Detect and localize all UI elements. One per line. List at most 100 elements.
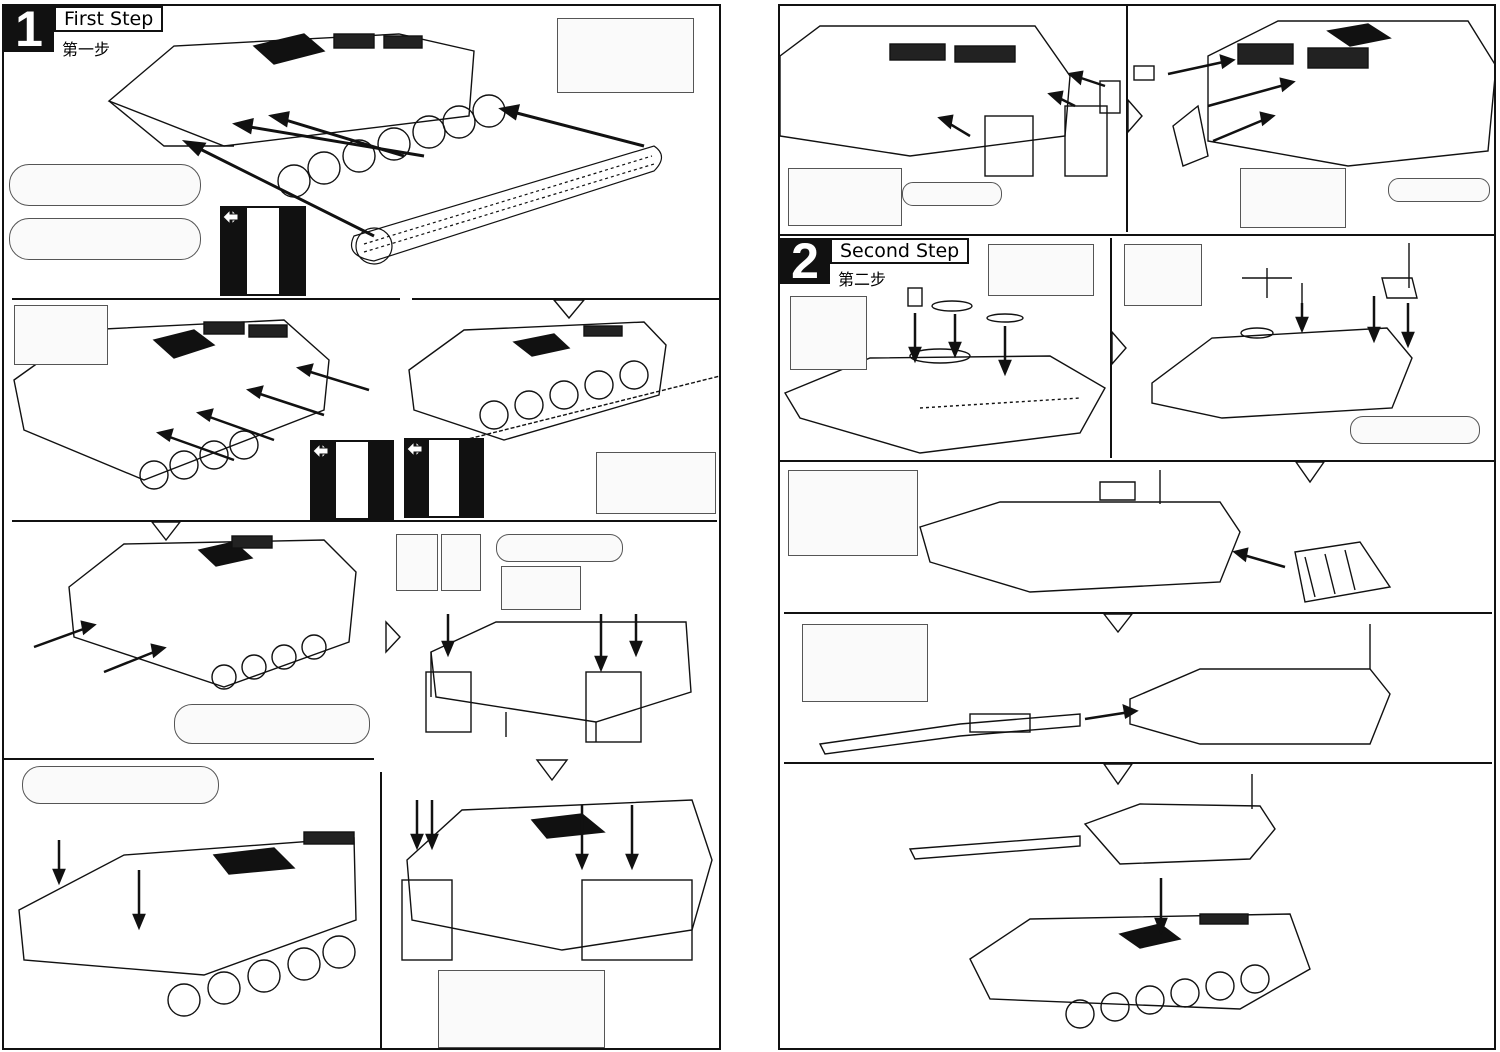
divider-line	[412, 298, 719, 300]
panel-turret-roof	[780, 238, 1110, 460]
assembly-arrows	[410, 800, 639, 871]
panel-turret-weapons	[1111, 238, 1494, 460]
step-1-header: 1 First Step	[4, 6, 164, 54]
sprue-sheet	[14, 305, 108, 365]
direction-flag	[310, 440, 394, 520]
panel-lights-rear	[4, 760, 380, 1048]
step-1-number: 1	[4, 6, 54, 54]
track-sprue	[174, 704, 370, 744]
sprue-sheet	[1124, 244, 1202, 306]
track-run	[463, 375, 719, 441]
arrow-left-icon	[222, 208, 239, 226]
rear-grille-drawing-a	[780, 25, 1121, 177]
engine-grille	[333, 33, 375, 49]
right-instruction-page: 2 Second Step 第二步	[778, 4, 1496, 1050]
divider-line	[12, 298, 400, 300]
step-2-subtitle: 第二步	[838, 270, 887, 289]
road-wheels	[277, 94, 506, 198]
sprue-sheet	[788, 470, 918, 556]
final-assembly-drawing	[908, 763, 1311, 1029]
direction-flag	[220, 206, 306, 296]
track-sprue	[9, 164, 201, 206]
hull-front-lights-drawing	[401, 759, 713, 961]
panel-track-install	[404, 299, 719, 520]
assembly-arrows	[1295, 296, 1415, 349]
divider-line	[380, 772, 382, 1048]
hull-outline	[13, 319, 330, 481]
road-wheels	[1065, 964, 1270, 1029]
panel-rear-grilles-a	[780, 6, 1126, 232]
step-marker	[1102, 613, 1134, 634]
step-marker	[1102, 763, 1134, 786]
cage-armor-part	[1294, 541, 1392, 603]
assembly-arrows	[33, 620, 167, 674]
track-run	[350, 145, 663, 265]
divider-line	[784, 612, 1492, 614]
hull-rear-drawing	[33, 521, 357, 690]
sprue-sheet	[790, 296, 867, 370]
gun-barrel	[818, 713, 1081, 755]
direction-flag	[404, 438, 484, 518]
hull-tracks-drawing	[408, 299, 719, 441]
panel-cage-armor	[780, 461, 1494, 612]
step-marker	[385, 620, 401, 654]
engine-grille	[383, 35, 423, 49]
assembly-arrows	[937, 70, 1106, 138]
turret-roof-drawing	[783, 287, 1106, 454]
hull-outline	[969, 913, 1311, 1010]
road-wheels	[479, 360, 649, 430]
step-marker	[535, 759, 569, 782]
sprue-sheet	[438, 970, 605, 1048]
track-sprue	[1388, 178, 1490, 202]
assembly-arrows	[1232, 547, 1286, 569]
track-sprue	[496, 534, 623, 562]
sprue-sheet	[596, 452, 716, 514]
panel-gun-barrel	[780, 613, 1494, 762]
sprue-sheet	[1240, 168, 1346, 228]
turret-weapons-drawing	[1111, 243, 1418, 419]
step-2-header: 2 Second Step	[780, 236, 970, 286]
assembly-arrows	[1154, 878, 1168, 936]
road-wheels	[211, 634, 327, 690]
part-detail-box	[396, 534, 438, 591]
panel-rear-grilles-b	[1127, 6, 1494, 232]
hull-hatch	[252, 33, 326, 65]
divider-line	[4, 758, 374, 760]
panel-rear-fittings	[4, 521, 384, 758]
panel-side-skirts	[4, 300, 404, 520]
step-marker	[552, 299, 586, 320]
panel-front-lights	[382, 759, 718, 1048]
step-2-number: 2	[780, 236, 830, 286]
hull-front-drawing	[385, 614, 692, 743]
gun-barrel	[908, 835, 1081, 860]
hull-skirts-drawing	[13, 319, 370, 490]
step-2-title: Second Step	[830, 238, 970, 264]
divider-line	[12, 520, 717, 522]
step-marker	[1294, 461, 1326, 484]
track-sprue	[902, 182, 1002, 206]
road-wheels	[139, 430, 259, 490]
track-sprue	[1350, 416, 1480, 444]
divider-line	[780, 234, 1494, 236]
sprue-sheet	[788, 168, 902, 226]
step-1-subtitle: 第一步	[62, 40, 111, 59]
sprue-sheet	[501, 566, 581, 610]
road-wheels	[167, 935, 356, 1017]
divider-line	[1110, 238, 1112, 458]
assembly-arrows	[52, 840, 146, 931]
grille-part	[1064, 105, 1108, 177]
step-marker	[1111, 330, 1127, 366]
hull-wheels-drawing	[107, 33, 663, 265]
panel-final-assembly	[780, 763, 1494, 1048]
cage-armor-drawing	[919, 461, 1392, 603]
track-sprue	[9, 218, 201, 260]
step-marker	[1127, 98, 1143, 134]
divider-line	[784, 762, 1492, 764]
step-marker	[150, 521, 182, 542]
rear-door	[984, 115, 1034, 177]
step-1-title: First Step	[54, 6, 164, 32]
grille-part	[1099, 80, 1121, 114]
part-detail-box	[441, 534, 481, 591]
assembly-arrows	[181, 104, 645, 238]
hull-lights-drawing	[18, 831, 357, 1017]
